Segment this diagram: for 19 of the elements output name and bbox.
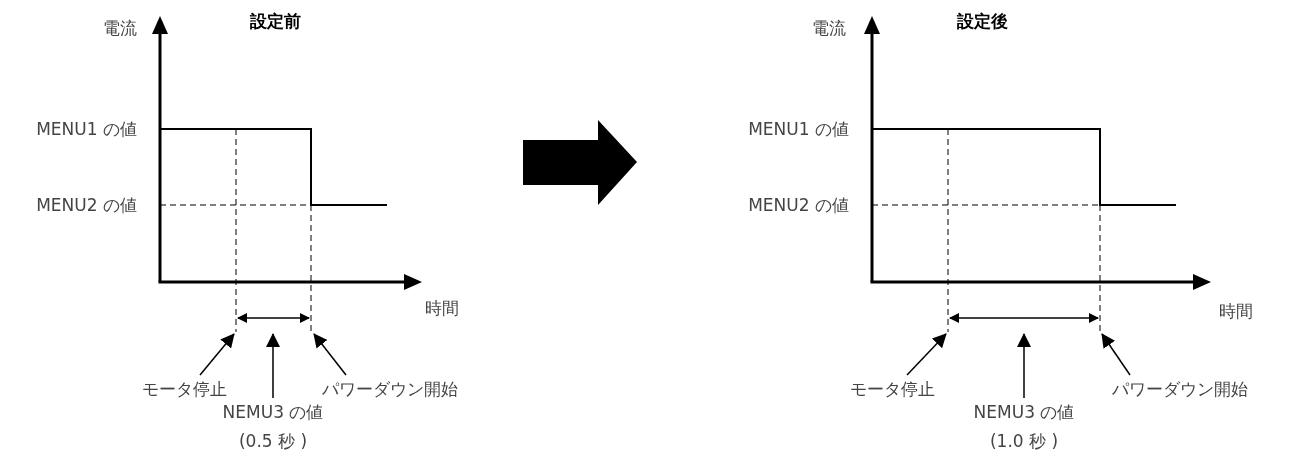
- chart-title: 設定後: [957, 10, 1008, 32]
- leader-line: [266, 333, 280, 399]
- leader-line: [1101, 333, 1131, 376]
- leader-line: [199, 333, 235, 376]
- callout-text: NEMU3 の値 (1.0 秒 ): [968, 398, 1080, 456]
- callout-text: モータ停止: [837, 375, 947, 404]
- leader-line: [1017, 333, 1031, 399]
- chart-title: 設定前: [250, 10, 301, 32]
- callout-text: パワーダウン開始: [1095, 375, 1265, 404]
- leader-line: [906, 333, 947, 376]
- axis-label: 電流: [812, 17, 846, 39]
- level-label: MENU1 の値: [36, 118, 137, 140]
- leader-line: [313, 333, 347, 376]
- axis-label: 時間: [1219, 300, 1253, 322]
- axis-label: 時間: [425, 297, 459, 319]
- axis-label: 電流: [103, 17, 137, 39]
- level-label: MENU2 の値: [748, 194, 849, 216]
- level-label: MENU1 の値: [748, 118, 849, 140]
- level-label: MENU2 の値: [36, 194, 137, 216]
